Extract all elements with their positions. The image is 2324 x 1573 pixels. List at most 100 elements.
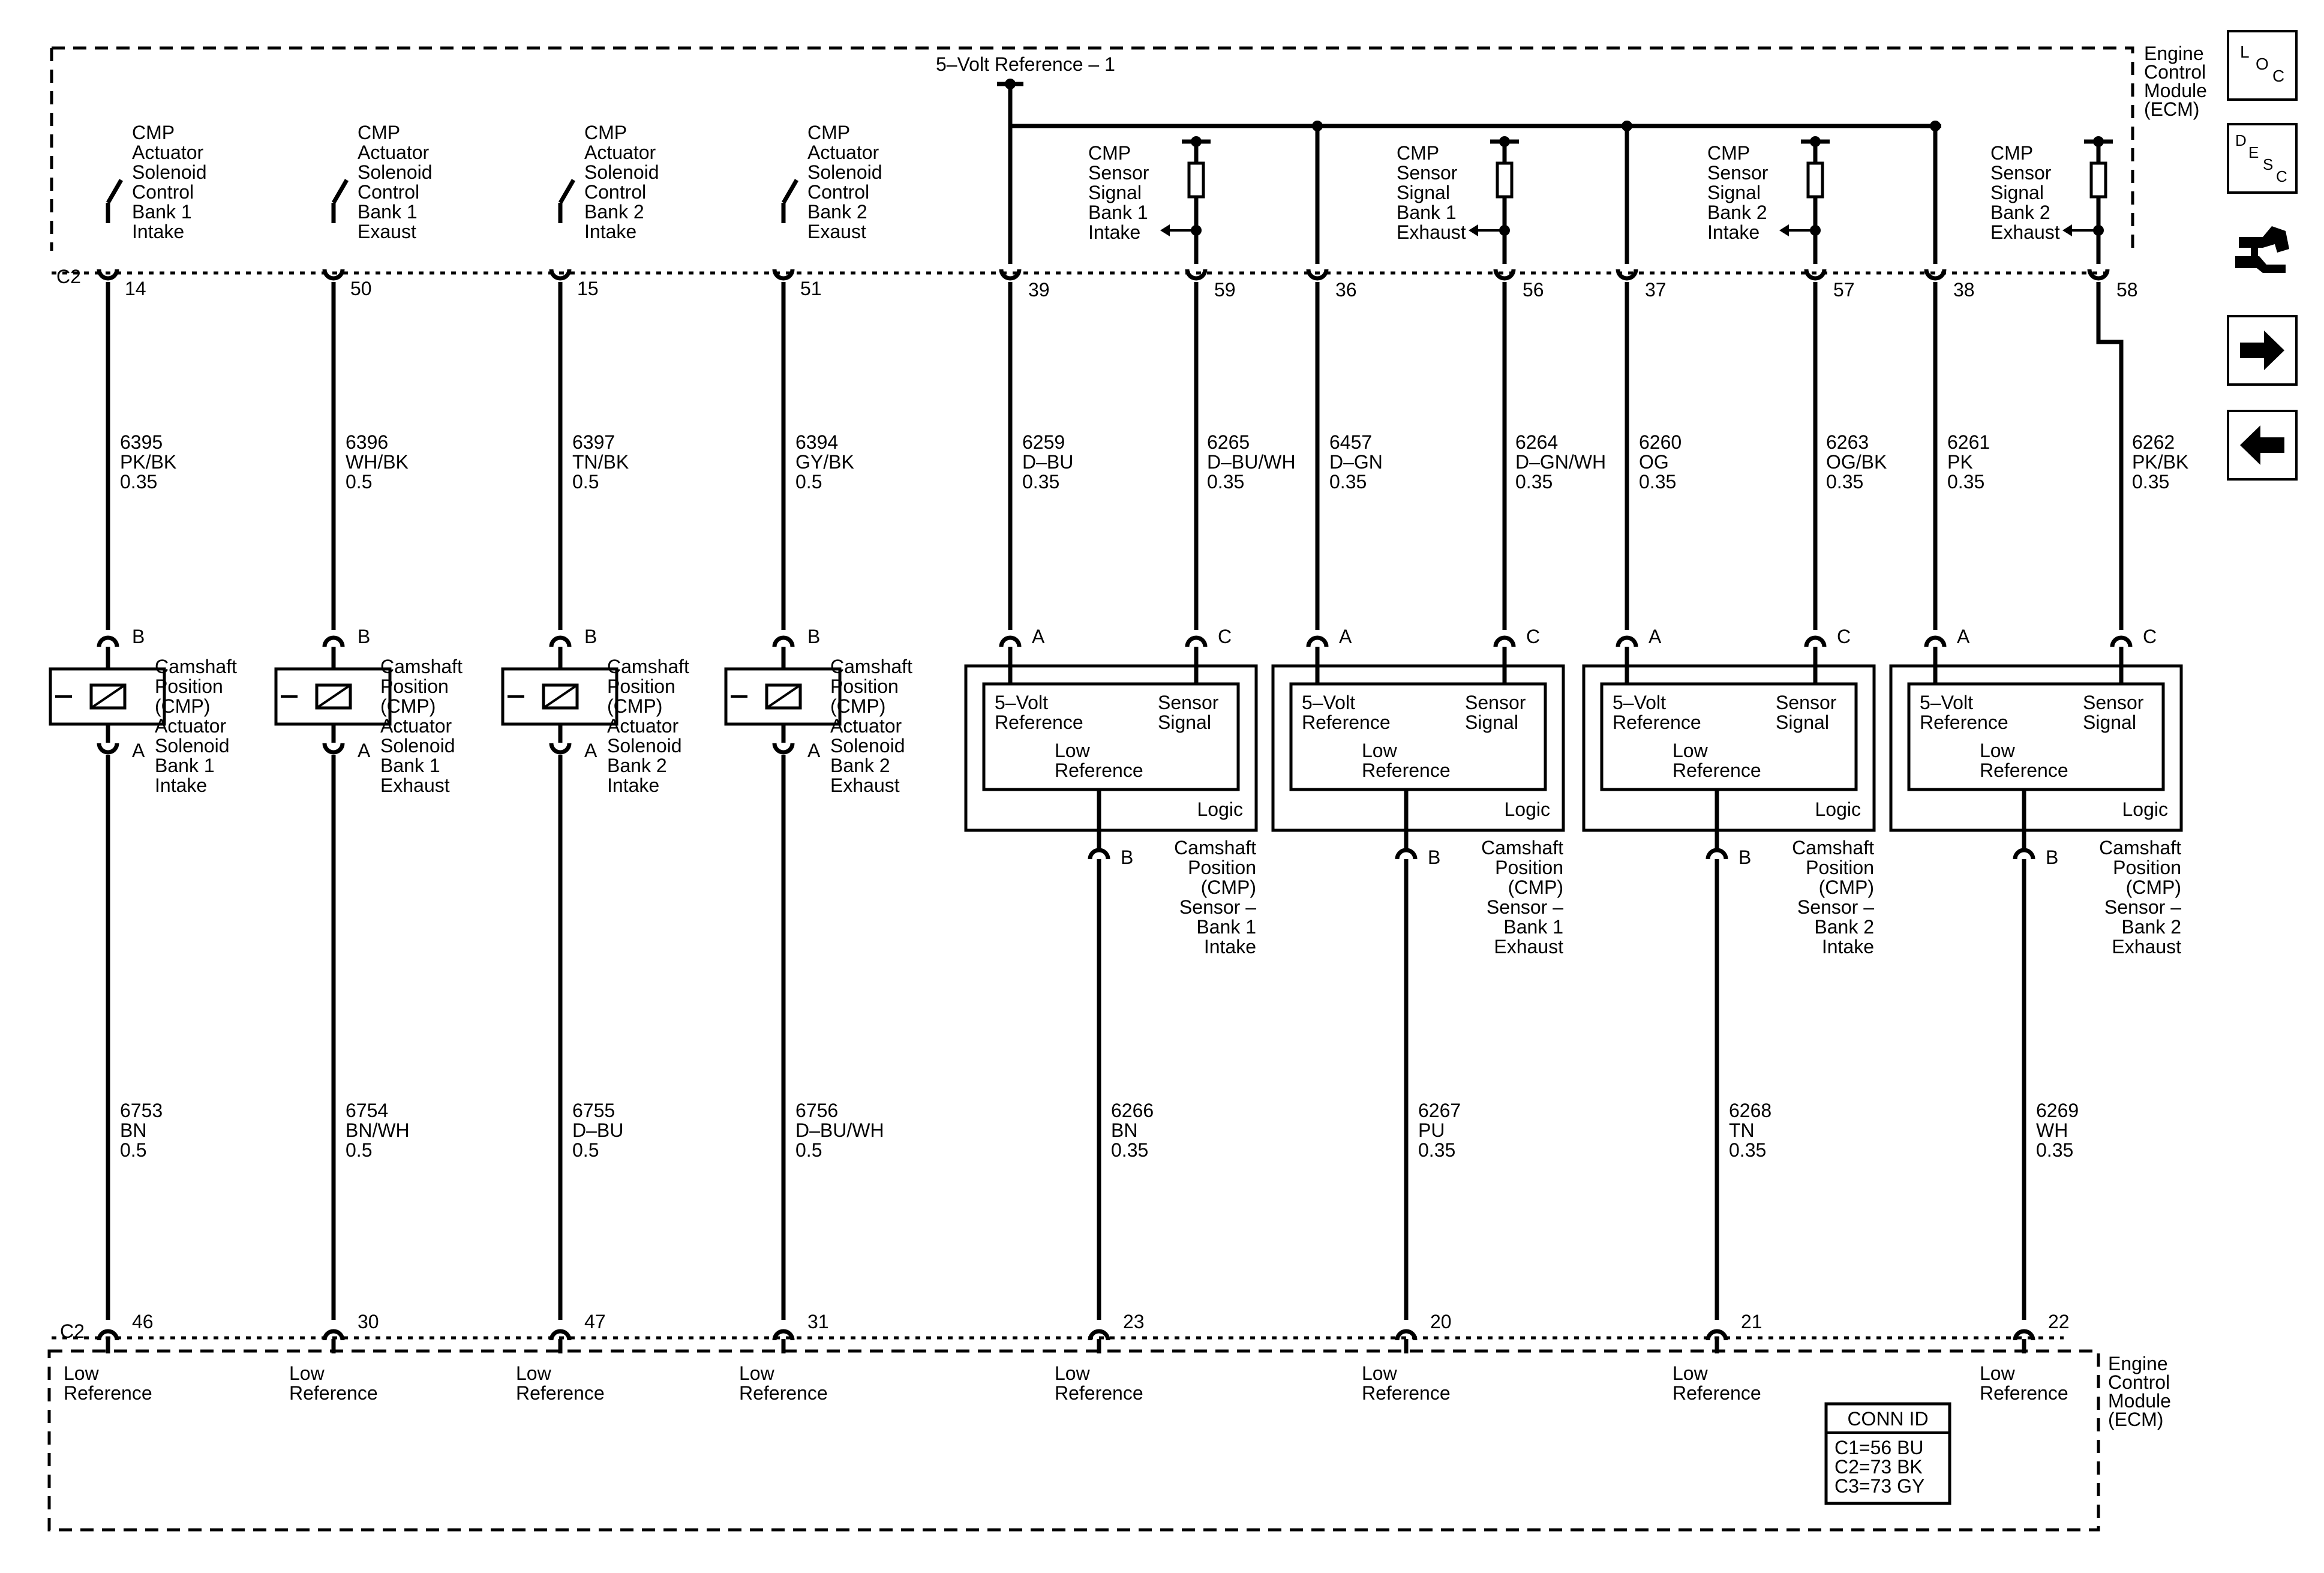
sensor-signal-label: Exhaust	[1990, 221, 2060, 243]
inner-ref-label: 5–Volt	[1613, 692, 1666, 713]
sensor-component-label: Position	[1188, 857, 1256, 878]
solenoid-coil-diag	[542, 684, 578, 709]
terminal-c	[1493, 635, 1516, 647]
low-reference-label: Reference	[516, 1382, 605, 1404]
pin-top-number: 50	[350, 278, 372, 299]
sensor-signal-label: Sensor	[1707, 162, 1768, 184]
terminal-c	[1804, 635, 1827, 647]
sensor-signal-label: Signal	[1707, 182, 1761, 203]
connector-icon[interactable]	[2227, 213, 2298, 284]
wire-spec-low: 6269	[2036, 1100, 2079, 1121]
sensor-signal-label: Sensor	[1990, 162, 2052, 184]
wire-spec-ref: D–GN	[1329, 451, 1383, 473]
actuator-component-label: Solenoid	[607, 735, 682, 757]
solenoid-coil-diag	[316, 684, 352, 709]
ecm-label-top: Engine	[2144, 43, 2204, 64]
connector-id-bottom: C2	[60, 1320, 85, 1342]
actuator-control-label: Intake	[584, 221, 636, 242]
terminal-c-label: C	[2143, 626, 2157, 647]
ecm-label-top: Module	[2144, 80, 2207, 101]
pin-bottom-number: 22	[2048, 1311, 2070, 1332]
pin-top	[549, 269, 572, 281]
sensor-inner-box	[1289, 682, 1547, 791]
sensor-signal-label: CMP	[1397, 142, 1439, 164]
wire-spec-bottom: 0.5	[795, 1139, 822, 1161]
wire-spec-ref: 6261	[1947, 431, 1990, 453]
inner-sig-label: Sensor	[1158, 692, 1219, 713]
arrow-left-icon	[2240, 425, 2284, 465]
wire-spec-sig: 0.35	[2132, 471, 2169, 493]
ecm-label-top: (ECM)	[2144, 98, 2199, 120]
next-arrow-button[interactable]	[2227, 315, 2298, 386]
terminal-b	[97, 635, 119, 647]
actuator-component-label: (CMP)	[155, 695, 210, 717]
conn-id-table	[1824, 1402, 1951, 1505]
sensor-component-label: Bank 2	[1814, 916, 1874, 938]
sensor-component-label: Bank 2	[2121, 916, 2181, 938]
sensor-signal-label: Signal	[1088, 182, 1142, 203]
actuator-component-label: Bank 2	[607, 755, 667, 776]
sensor-signal-label: Signal	[1397, 182, 1450, 203]
low-reference-label: Low	[516, 1362, 552, 1384]
wire-spec-bottom: 6755	[572, 1100, 615, 1121]
low-reference-label: Reference	[1673, 1382, 1761, 1404]
pin-bottom	[322, 1329, 345, 1341]
wire-spec-sig: 0.35	[1515, 471, 1553, 493]
ecm-label-bottom: (ECM)	[2108, 1409, 2163, 1430]
splice-dot	[1005, 79, 1016, 89]
sensor-inner-box	[982, 682, 1240, 791]
terminal-a-label: A	[358, 740, 371, 761]
sensor-component-label: (CMP)	[2126, 876, 2181, 898]
pin-top-number: 15	[577, 278, 599, 299]
pin-bottom	[97, 1329, 119, 1341]
terminal-b	[1395, 848, 1418, 860]
signal-wire	[2096, 282, 2124, 630]
prev-arrow-button[interactable]	[2227, 410, 2298, 481]
actuator-component-label: Exhaust	[830, 775, 900, 796]
loc-icon: L O C	[2240, 43, 2284, 85]
sensor-signal-label: Intake	[1088, 221, 1140, 243]
pin-ref	[1616, 269, 1638, 281]
loc-letter-o: O	[2256, 55, 2269, 73]
actuator-component-label: Camshaft	[155, 656, 237, 677]
wire-spec-sig: OG/BK	[1826, 451, 1887, 473]
wire-spec-bottom: 0.5	[346, 1139, 372, 1161]
terminal-b-label: B	[1739, 846, 1751, 868]
actuator-component-label: Intake	[155, 775, 207, 796]
inner-low-label: Low	[1980, 740, 2016, 761]
pin-top-number: 14	[125, 278, 146, 299]
ecm-label-bottom: Module	[2108, 1390, 2171, 1412]
inner-sig-label: Signal	[1465, 712, 1518, 733]
actuator-component-label: Position	[380, 676, 449, 697]
terminal-b	[322, 635, 345, 647]
sensor-signal-label: Bank 2	[1990, 202, 2050, 223]
pin-ref-number: 37	[1645, 279, 1667, 301]
actuator-control-label: Control	[584, 181, 646, 203]
wire-spec-top: 6397	[572, 431, 615, 453]
inner-sig-label: Sensor	[1776, 692, 1837, 713]
conn-id-frame	[1824, 1402, 1951, 1505]
inner-sig-label: Signal	[2083, 712, 2136, 733]
loc-button[interactable]: L O C	[2227, 30, 2298, 101]
actuator-component-label: Solenoid	[380, 735, 455, 757]
inner-ref-label: 5–Volt	[1302, 692, 1355, 713]
actuator-component-label: Position	[155, 676, 223, 697]
terminal-b-label: B	[358, 626, 370, 647]
conn-id-title: CONN ID	[1847, 1408, 1928, 1430]
wire-spec-top: 6394	[795, 431, 838, 453]
wire-spec-top: 6395	[120, 431, 163, 453]
wire-spec-low: BN	[1111, 1119, 1137, 1141]
actuator-control-label: Solenoid	[132, 161, 207, 183]
actuator-component-label: Position	[830, 676, 899, 697]
wire-spec-low: 6266	[1111, 1100, 1154, 1121]
wire-spec-top: PK/BK	[120, 451, 176, 473]
terminal-a	[772, 743, 795, 755]
pin-bottom-number: 46	[132, 1311, 154, 1332]
desc-button[interactable]: D E S C	[2227, 123, 2298, 194]
pin-top	[772, 269, 795, 281]
actuator-control-label: Bank 2	[807, 201, 867, 223]
actuator-control-label: Control	[807, 181, 869, 203]
desc-letter-e: E	[2248, 143, 2259, 161]
terminal-c-label: C	[1218, 626, 1232, 647]
sensor-component-label: Camshaft	[1481, 837, 1563, 858]
